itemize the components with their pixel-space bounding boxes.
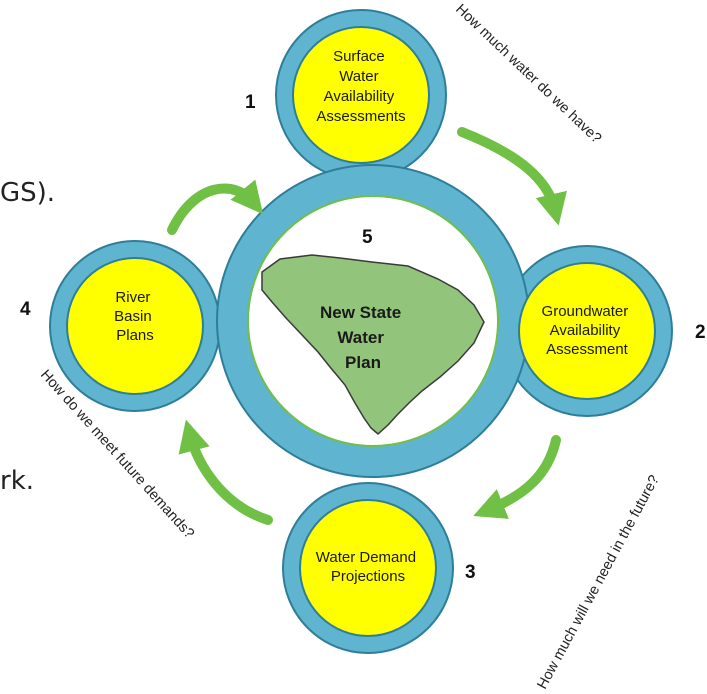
arrow-3-to-4 [178,419,273,525]
center-number: 5 [362,227,373,248]
cycle-arrows [167,127,567,525]
node-4-number: 4 [20,299,31,320]
state-map [261,254,485,435]
node-discs [66,26,656,637]
node-3-number: 3 [465,562,476,583]
arrow-2-to-3 [473,435,561,519]
center-label: New State Water Plan [320,303,406,372]
arrow-1-to-2 [457,127,567,226]
node-4-disc [66,257,204,395]
node-2-disc [518,262,656,400]
question-2: How much will we need in the future? [534,473,662,692]
node-4-label: River Basin Plans [114,289,156,344]
cropped-text-fragment: GS). [0,178,56,208]
node-1-label: Surface Water Availability Assessments [316,48,405,125]
question-1: How much water do we have? [452,1,604,147]
node-2-number: 2 [695,322,706,343]
node-1-disc [292,26,430,164]
node-3-label: Water Demand Projections [316,549,420,585]
cropped-text-fragment: rk. [0,466,35,496]
node-3-disc [299,499,437,637]
node-1-number: 1 [245,92,256,113]
arrow-4-to-5 [167,179,264,235]
node-2-label: Groundwater Availability Assessment [542,303,633,358]
